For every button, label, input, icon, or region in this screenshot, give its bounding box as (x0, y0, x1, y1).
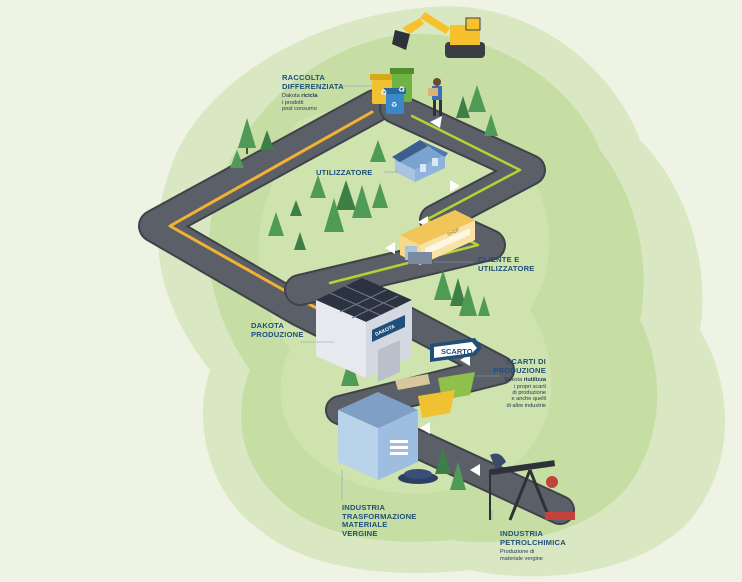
person-illustration (428, 78, 442, 116)
cliente-title-2: UTILIZZATORE (478, 263, 535, 273)
tree (484, 114, 498, 136)
raccolta-title-2: DIFFERENZIATA (282, 81, 344, 91)
tree (434, 270, 452, 300)
tree (290, 200, 302, 216)
tree (238, 118, 256, 154)
arrow-7 (470, 464, 480, 476)
tree (294, 232, 306, 250)
label-produzione: DAKOTA PRODUZIONE (251, 321, 304, 339)
scarti-title-1: SCARTI DI (506, 357, 546, 366)
scarti-title-2: PRODUZIONE (493, 365, 546, 375)
petrolchimica-desc-1: Produzione di (500, 549, 535, 556)
svg-text:♻: ♻ (380, 88, 387, 97)
tree (230, 150, 244, 168)
tree (468, 85, 486, 112)
waste-containers (395, 372, 475, 418)
leader-lines (300, 85, 500, 520)
tree (435, 448, 451, 474)
house-illustration (392, 140, 448, 182)
produzione-title-1: DAKOTA (251, 321, 285, 330)
tree (456, 96, 470, 118)
tree (372, 183, 388, 208)
arrow-2 (450, 180, 460, 192)
tree (450, 278, 466, 306)
oil-pump (489, 453, 575, 521)
tree (352, 185, 372, 218)
scarti-desc-4: e anche quelli (511, 396, 546, 403)
petrolchimica-desc-2: materiale vergine (500, 555, 543, 562)
trasformazione-title-4: VERGINE (342, 528, 378, 538)
petrolchimica-title-1: INDUSTRIA (500, 529, 544, 538)
excavator-illustration (392, 12, 485, 58)
tree (459, 285, 477, 316)
scarti-desc-5: di altre industrie (506, 402, 547, 409)
trasformazione-title-1: INDUSTRIA (342, 503, 386, 512)
petrolchimica-title-2: PETROLCHIMICA (500, 537, 566, 547)
recycling-bins: ♻ ♻ ♻ (370, 68, 414, 114)
scarto-sign-text: SCARTO (441, 347, 473, 356)
scarti-desc-3: di produzione (512, 390, 546, 396)
trasformazione-title-2: TRASFORMAZIONE (342, 511, 417, 521)
label-scarti: SCARTI DI PRODUZIONE Dakota riutilizza i… (488, 357, 547, 409)
label-cliente: CLIENTE E UTILIZZATORE (478, 255, 535, 273)
scarto-sign (430, 338, 482, 362)
brand-sign (372, 315, 405, 342)
produzione-title-2: PRODUZIONE (251, 329, 304, 339)
trees (230, 85, 498, 490)
scarti-desc-1: Dakota riutilizza (504, 377, 546, 384)
utilizzatore-title: UTILIZZATORE (316, 168, 373, 177)
tree (478, 296, 490, 316)
arrow-6 (420, 422, 430, 434)
raccolta-desc-3: post consumo (282, 106, 317, 112)
tree (370, 140, 386, 162)
tree (324, 198, 344, 232)
tree (336, 180, 356, 210)
label-utilizzatore: UTILIZZATORE (316, 168, 373, 178)
transformation-building (338, 392, 438, 484)
scarti-desc-2: i propri scarti (513, 383, 546, 390)
cliente-title-1: CLIENTE E (478, 255, 520, 264)
raccolta-desc-1: Dakota ricicla (282, 93, 318, 100)
label-petrolchimica: INDUSTRIA PETROLCHIMICA Produzione di ma… (500, 529, 566, 562)
label-raccolta: RACCOLTA DIFFERENZIATA Dakota ricicla i … (282, 73, 344, 112)
tree (450, 462, 466, 490)
raccolta-desc-2: i prodotti (282, 99, 304, 106)
svg-text:♻: ♻ (391, 101, 397, 109)
arrow-4 (385, 242, 395, 254)
trasformazione-title-3: MATERIALE (342, 520, 388, 530)
shop-illustration (400, 210, 475, 265)
label-trasformazione: INDUSTRIA TRASFORMAZIONE MATERIALE VERGI… (342, 503, 417, 538)
shop-sign-text: SHOP (446, 227, 460, 237)
bin-blue (386, 92, 404, 114)
tree (310, 175, 326, 198)
arrow-1 (430, 116, 442, 128)
tree (260, 130, 274, 150)
svg-text:♻: ♻ (398, 85, 405, 94)
raccolta-title-1: RACCOLTA (282, 73, 326, 82)
tree (268, 212, 284, 236)
production-building (316, 278, 412, 382)
